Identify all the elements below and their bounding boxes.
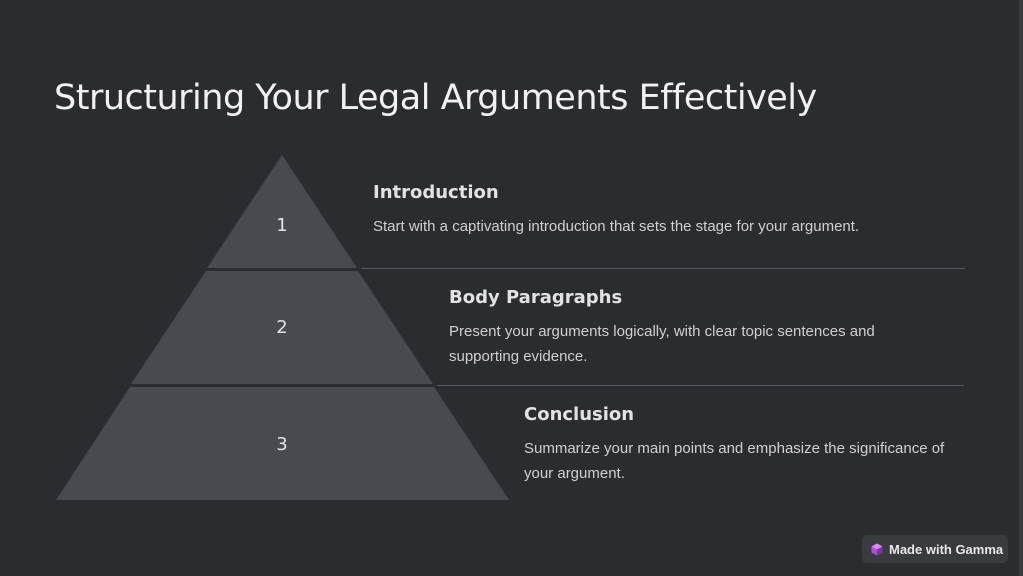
slide-right-edge — [1019, 0, 1023, 576]
slide-title: Structuring Your Legal Arguments Effecti… — [54, 78, 817, 118]
tier-2-description: Present your arguments logically, with c… — [449, 323, 875, 365]
tier-1-heading: Introduction — [373, 182, 499, 203]
tier-1-divider — [361, 268, 965, 269]
badge-label: Made with Gamma — [889, 541, 1004, 557]
tier-3-number: 3 — [276, 434, 287, 455]
tier-3-description: Summarize your main points and emphasize… — [524, 440, 945, 482]
gamma-logo-icon — [871, 543, 883, 555]
made-with-gamma-badge[interactable]: Made with Gamma — [862, 535, 1008, 563]
tier-2-divider — [437, 385, 964, 386]
tier-3-content: Conclusion Summarize your main points an… — [524, 404, 949, 486]
pyramid-tier-2 — [131, 271, 433, 384]
pyramid-tier-3 — [56, 387, 509, 500]
pyramid-tier-1 — [207, 155, 357, 268]
tier-3-heading: Conclusion — [524, 404, 635, 425]
tier-2-content: Body Paragraphs Present your arguments l… — [449, 287, 919, 369]
tier-1-description: Start with a captivating introduction th… — [373, 218, 860, 235]
tier-2-heading: Body Paragraphs — [449, 287, 623, 308]
tier-2-number: 2 — [276, 317, 287, 338]
tier-1-content: Introduction Start with a captivating in… — [373, 182, 953, 239]
tier-1-number: 1 — [276, 215, 287, 236]
